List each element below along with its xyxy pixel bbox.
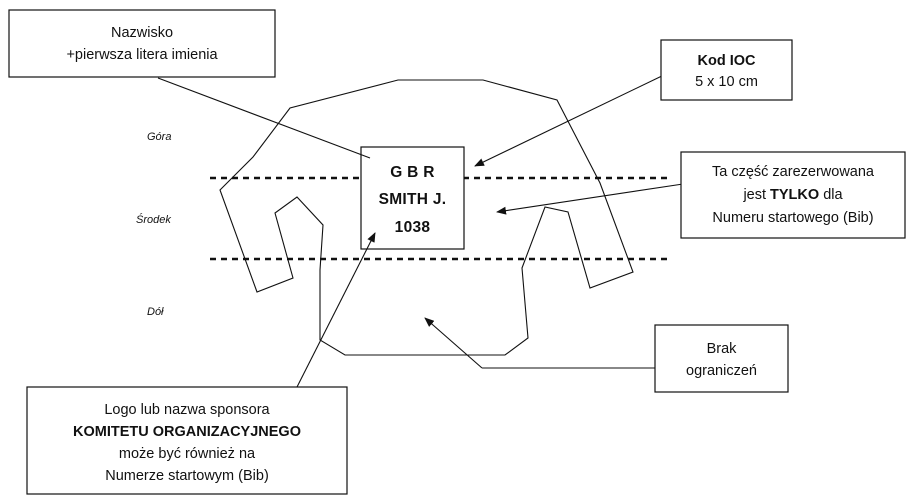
shirt-body-outline — [219, 79, 634, 356]
callout-reserved-line1: Ta część zarezerwowana — [712, 164, 875, 180]
arrow-ioc — [474, 73, 667, 167]
callout-name: Nazwisko +pierwsza litera imienia — [8, 9, 276, 78]
callout-reserved-line2: jest TYLKO dla — [742, 187, 843, 203]
callout-sponsor-line2: KOMITETU ORGANIZACYJNEGO — [73, 424, 301, 440]
bib-number-panel: G B R SMITH J. 1038 — [360, 146, 465, 250]
zone-label-top: Góra — [147, 131, 171, 143]
callout-sponsor: Logo lub nazwa sponsora KOMITETU ORGANIZ… — [26, 386, 348, 495]
callout-free-line1: Brak — [707, 341, 738, 357]
leader-name — [157, 77, 371, 159]
arrow-reserved — [496, 183, 684, 215]
callout-reserved-zone: Ta część zarezerwowana jest TYLKO dla Nu… — [680, 151, 906, 239]
callout-ioc-line2: 5 x 10 cm — [695, 74, 758, 90]
callout-free-line2: ograniczeń — [686, 363, 757, 379]
callout-no-restrictions: Brak ograniczeń — [654, 324, 789, 393]
arrow-sponsor — [296, 232, 376, 388]
callout-sponsor-line4: Numerze startowym (Bib) — [105, 468, 269, 484]
callout-ioc-line1: Kod IOC — [698, 53, 757, 69]
bib-number: 1038 — [395, 219, 431, 236]
zone-label-middle: Środek — [136, 213, 171, 226]
bib-country-code: G B R — [390, 164, 435, 181]
callout-sponsor-line3: może być również na — [119, 446, 256, 462]
zone-label-bottom: Dół — [147, 306, 164, 318]
shirt-outline — [219, 79, 634, 356]
callout-name-line2: +pierwsza litera imienia — [66, 47, 218, 63]
callout-sponsor-line1: Logo lub nazwa sponsora — [104, 402, 270, 418]
callout-reserved-line3: Numeru startowego (Bib) — [712, 210, 873, 226]
callout-ioc-code: Kod IOC 5 x 10 cm — [660, 39, 793, 101]
arrow-free-diagonal — [424, 317, 483, 369]
callout-name-line1: Nazwisko — [111, 25, 173, 41]
bib-athlete-name: SMITH J. — [379, 191, 447, 208]
